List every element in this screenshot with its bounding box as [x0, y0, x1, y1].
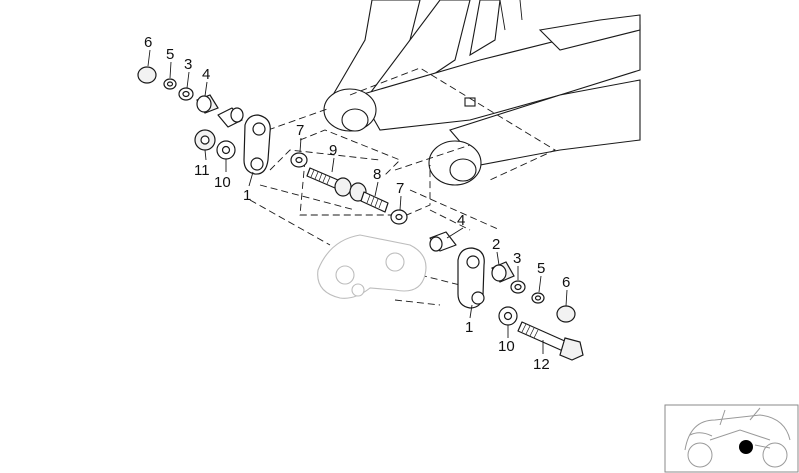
callout-2: 2 [492, 236, 500, 253]
callout-labels: 6 5 3 4 11 10 1 7 9 8 7 4 2 3 5 6 1 10 1… [144, 34, 570, 373]
callout-12: 12 [533, 356, 550, 373]
callout-5b: 5 [537, 260, 545, 277]
assembly-guide-lines [249, 67, 556, 306]
bolt-12 [517, 321, 568, 352]
callout-4: 4 [202, 66, 210, 83]
locator-marker [739, 440, 753, 454]
callout-10: 10 [214, 174, 231, 191]
callout-3: 3 [184, 56, 192, 73]
callout-7b: 7 [396, 180, 404, 197]
cap-nut [137, 66, 157, 84]
cap-nut-b [556, 305, 576, 323]
right-bushing-group [429, 231, 584, 361]
callout-1: 1 [243, 187, 251, 204]
bolt-8 [360, 191, 389, 213]
callout-leaders [147, 49, 568, 354]
callout-5: 5 [166, 46, 174, 63]
swingarm-frame [323, 0, 641, 186]
motorcycle-locator-icon [664, 404, 799, 473]
callout-3b: 3 [513, 250, 521, 267]
callout-4b: 4 [457, 212, 465, 229]
bolt-9 [306, 167, 339, 189]
callout-1b: 1 [465, 319, 473, 336]
callout-6b: 6 [562, 274, 570, 291]
middle-bolt-group [290, 152, 408, 225]
callout-10b: 10 [498, 338, 515, 355]
callout-8: 8 [373, 166, 381, 183]
callout-6: 6 [144, 34, 152, 51]
left-bushing-group [137, 66, 271, 175]
callout-11: 11 [194, 162, 210, 179]
callout-9: 9 [329, 142, 337, 159]
callout-7: 7 [296, 122, 304, 139]
ghost-rocker-link [317, 234, 427, 299]
